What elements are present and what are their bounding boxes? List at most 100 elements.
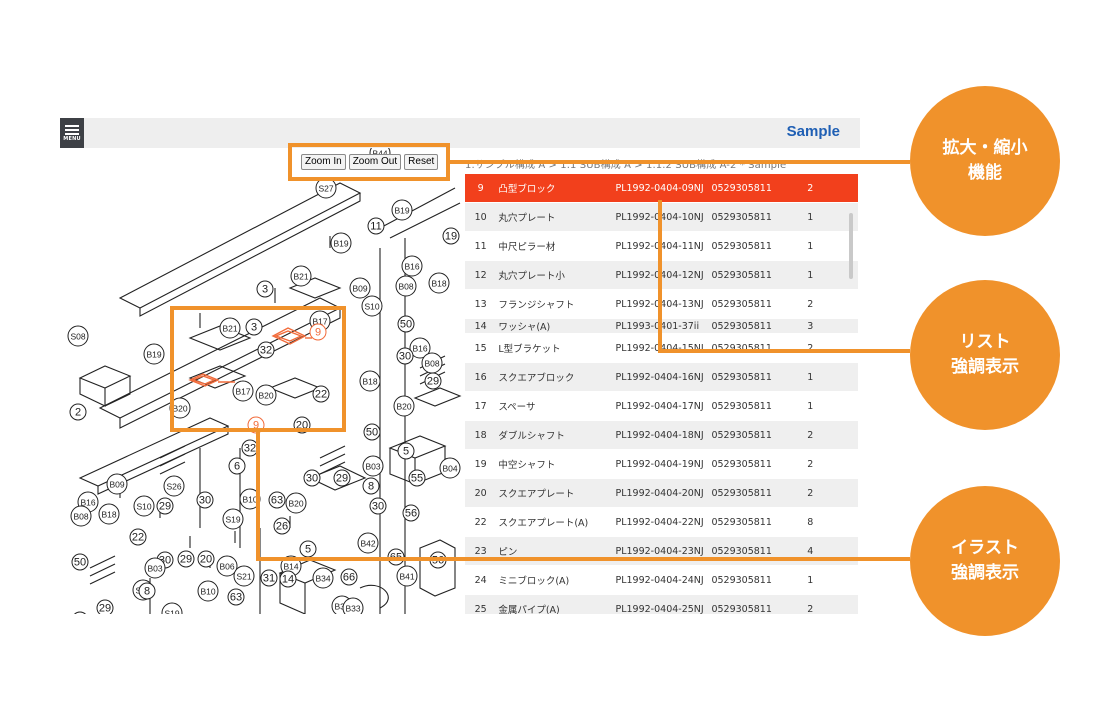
balloon-label[interactable]: S08 xyxy=(70,332,85,342)
balloon-label[interactable]: S27 xyxy=(318,184,333,194)
balloon-label[interactable]: B17 xyxy=(235,387,250,397)
balloon-label[interactable]: 2 xyxy=(75,407,81,419)
balloon-label[interactable]: B19 xyxy=(146,350,161,360)
balloon-label[interactable]: 22 xyxy=(315,389,327,401)
balloon-label[interactable]: B08 xyxy=(424,359,439,369)
balloon-label[interactable]: 55 xyxy=(411,473,423,485)
balloon-label[interactable]: B19 xyxy=(333,239,348,249)
balloon-label[interactable]: B14 xyxy=(283,562,298,572)
balloon-label[interactable]: B21 xyxy=(293,272,308,282)
balloon-label[interactable]: B21 xyxy=(222,324,237,334)
balloon-label[interactable]: B16 xyxy=(412,344,427,354)
balloon-label[interactable]: 5 xyxy=(403,446,409,458)
balloon-label[interactable]: B34 xyxy=(315,574,330,584)
balloon-label[interactable]: B33 xyxy=(345,604,360,614)
balloon-label[interactable]: S19 xyxy=(225,515,240,525)
balloon-label[interactable]: 20 xyxy=(200,554,212,566)
balloon-label[interactable]: 31 xyxy=(263,573,275,585)
balloon-label[interactable]: B32 xyxy=(334,602,349,612)
balloon-label[interactable]: 11 xyxy=(370,221,381,233)
balloon-label[interactable]: 50 xyxy=(74,557,86,569)
zoom-out-button[interactable]: Zoom Out xyxy=(348,154,402,170)
balloon-label[interactable]: B09 xyxy=(352,284,367,294)
balloon-label[interactable]: S10 xyxy=(136,502,151,512)
balloon-label[interactable]: 50 xyxy=(400,319,412,331)
balloon-label[interactable]: B10 xyxy=(200,587,215,597)
list-scrollbar[interactable] xyxy=(849,213,853,279)
balloon-label[interactable]: B03 xyxy=(147,564,162,574)
balloon-label[interactable]: B18 xyxy=(431,279,446,289)
balloon-label[interactable]: 9 xyxy=(253,420,259,432)
balloon-label[interactable]: 29 xyxy=(180,554,192,566)
zoom-in-button[interactable]: Zoom In xyxy=(301,154,346,170)
balloon-label[interactable]: 19 xyxy=(445,231,457,243)
balloon-label[interactable]: B06 xyxy=(219,562,234,572)
balloon-label[interactable]: 5 xyxy=(305,544,311,556)
balloon-label[interactable]: 30 xyxy=(399,351,411,363)
balloon-label[interactable]: 9 xyxy=(315,327,321,339)
reset-button[interactable]: Reset xyxy=(404,154,439,170)
balloon-label[interactable]: B18 xyxy=(101,510,116,520)
balloon-label[interactable]: S26 xyxy=(166,482,181,492)
balloon-label[interactable]: B16 xyxy=(404,262,419,272)
balloon-label[interactable]: B09 xyxy=(109,480,124,490)
balloon-label[interactable]: 26 xyxy=(276,521,288,533)
balloon-label[interactable]: 32 xyxy=(260,345,272,357)
balloon-label[interactable]: S21 xyxy=(236,572,251,582)
balloon-label[interactable]: 29 xyxy=(427,376,439,388)
balloon-label[interactable]: 29 xyxy=(336,473,348,485)
balloon-label[interactable]: 3 xyxy=(251,322,257,334)
balloon-label[interactable]: 29 xyxy=(159,501,171,513)
balloon-label[interactable]: 63 xyxy=(271,495,283,507)
balloon-label[interactable]: B03 xyxy=(365,462,380,472)
balloon-label[interactable]: B17 xyxy=(312,317,327,327)
breadcrumb[interactable]: 1.サンプル構成 A > 1.1 SUB構成 A > 1.1.2 SUB構成 A… xyxy=(465,160,787,171)
balloon-label[interactable]: S10 xyxy=(364,302,379,312)
balloon-label[interactable]: S19 xyxy=(164,609,179,615)
balloon-label[interactable]: B20 xyxy=(288,499,303,509)
balloon-label[interactable]: 63 xyxy=(230,592,242,604)
balloon-label[interactable]: 29 xyxy=(99,603,111,615)
balloon-label[interactable]: B20 xyxy=(172,404,187,414)
parts-row[interactable]: 10丸穴プレートPL1992-0404-10NJ05293058111 xyxy=(465,202,858,232)
balloon-label[interactable]: 22 xyxy=(132,532,144,544)
balloon-label[interactable]: 8 xyxy=(368,481,374,493)
balloon-label[interactable]: B10 xyxy=(242,495,257,505)
balloon-label[interactable]: 8 xyxy=(144,586,150,598)
menu-button[interactable]: MENU xyxy=(60,118,84,148)
balloon-label[interactable]: B18 xyxy=(362,377,377,387)
exploded-view-drawing[interactable]: B44S27B191119B19B21B16B18B08B09S10503B21… xyxy=(60,148,462,614)
balloon-label[interactable]: B42 xyxy=(360,539,375,549)
balloon-label[interactable]: 32 xyxy=(244,443,256,455)
balloon-label[interactable]: 56 xyxy=(405,508,417,520)
balloon-label[interactable]: B44 xyxy=(372,149,387,159)
balloon-label[interactable]: 66 xyxy=(343,572,355,584)
balloon-label[interactable]: B04 xyxy=(442,464,457,474)
balloon-label[interactable]: B20 xyxy=(396,402,411,412)
balloon-label[interactable]: 30 xyxy=(372,501,384,513)
balloon-label[interactable]: B19 xyxy=(394,206,409,216)
balloon-label[interactable]: B41 xyxy=(399,572,414,582)
balloon-label[interactable]: B08 xyxy=(73,512,88,522)
balloon-label[interactable]: B20 xyxy=(258,391,273,401)
illustration-viewer[interactable]: B44S27B191119B19B21B16B18B08B09S10503B21… xyxy=(60,148,462,614)
balloon-label[interactable]: 30 xyxy=(199,495,211,507)
balloon-label[interactable]: B16 xyxy=(80,498,95,508)
balloon-label[interactable]: 14 xyxy=(282,574,294,586)
balloon-label[interactable]: 50 xyxy=(366,427,378,439)
balloon-label[interactable]: 3 xyxy=(262,284,268,296)
balloon-label[interactable]: 6 xyxy=(234,461,240,473)
parts-row[interactable]: 13フランジシャフトPL1992-0404-13NJ05293058112 xyxy=(465,289,858,319)
balloon-label[interactable]: B08 xyxy=(398,282,413,292)
